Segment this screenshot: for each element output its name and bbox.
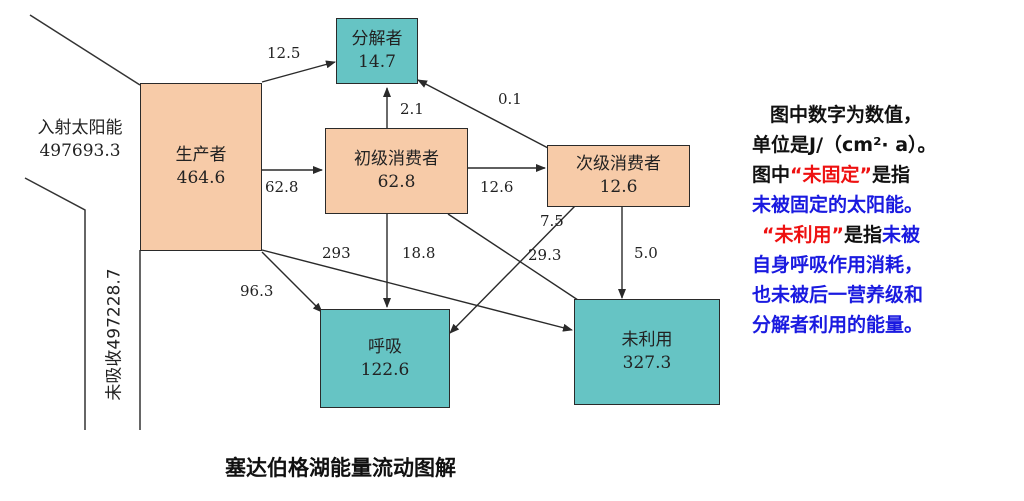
note-line-1: 图中数字为数值， — [770, 104, 923, 126]
respiration-box: 呼吸 122.6 — [320, 309, 450, 408]
secondary-consumer-value: 12.6 — [599, 177, 638, 197]
arrow-secondary-to-decomposer — [417, 79, 549, 149]
flow-label-primary-to-respiration: 18.8 — [402, 244, 436, 262]
sunlight-channel-line-lower — [24, 177, 86, 430]
arrow-primary-to-unused — [447, 213, 591, 309]
arrow-secondary-to-respiration — [449, 205, 576, 334]
arrow-producer-to-unused — [261, 249, 573, 332]
decomposer-name: 分解者 — [351, 29, 403, 50]
note-line-3-b: “未固定” — [790, 164, 872, 186]
primary-consumer-box: 初级消费者 62.8 — [325, 128, 468, 214]
flow-label-primary-to-unused: 29.3 — [528, 246, 562, 264]
diagram-caption: 塞达伯格湖能量流动图解 — [225, 456, 456, 480]
sunlight-channel-line-upper — [29, 14, 141, 86]
flow-label-producer-to-respiration: 96.3 — [240, 282, 274, 300]
solar-input-name: 入射太阳能 — [37, 118, 123, 138]
solar-input-value: 497693.3 — [39, 140, 121, 161]
respiration-name: 呼吸 — [368, 336, 402, 357]
decomposer-value: 14.7 — [358, 52, 396, 72]
flow-label-primary-to-secondary: 12.6 — [480, 178, 514, 196]
flow-label-primary-to-decomposer: 2.1 — [400, 100, 424, 118]
decomposer-box: 分解者 14.7 — [336, 18, 418, 84]
flow-label-producer-to-decomposer: 12.5 — [267, 44, 301, 62]
unabsorbed-label: 未吸收497228.7 — [104, 268, 125, 401]
secondary-consumer-box: 次级消费者 12.6 — [547, 145, 690, 207]
note-line-5-a: “未利用” — [762, 224, 844, 246]
producer-name: 生产者 — [175, 145, 227, 166]
respiration-value: 122.6 — [360, 359, 410, 380]
unused-name: 未利用 — [621, 330, 673, 351]
note-line-5: “未利用”是指未被 — [752, 220, 1017, 250]
flow-label-producer-to-primary: 62.8 — [265, 178, 299, 196]
note-line-3: 图中“未固定”是指 — [752, 160, 1017, 190]
unused-box: 未利用 327.3 — [574, 299, 720, 405]
producer-box: 生产者 464.6 — [140, 83, 262, 251]
producer-value: 464.6 — [176, 168, 226, 188]
flow-label-secondary-to-decomposer: 0.1 — [498, 90, 522, 108]
unused-value: 327.3 — [622, 353, 672, 373]
flow-label-secondary-to-respiration: 7.5 — [540, 212, 564, 230]
solar-input-label: 入射太阳能 497693.3 — [20, 117, 140, 163]
note-line-5-c: 未被 — [882, 224, 921, 246]
note-line-8: 分解者利用的能量。 — [752, 314, 924, 336]
note-line-3-c: 是指 — [872, 164, 911, 186]
flow-label-producer-to-unused: 293 — [322, 244, 351, 262]
primary-consumer-name: 初级消费者 — [354, 149, 439, 170]
arrow-producer-to-decomposer — [261, 60, 336, 83]
note-line-6: 自身呼吸作用消耗， — [752, 254, 924, 276]
note-line-5-b: 是指 — [843, 224, 882, 246]
arrow-producer-to-respiration — [261, 251, 323, 313]
note-line-2: 单位是J/（cm²· a）。 — [752, 134, 937, 156]
flow-label-secondary-to-unused: 5.0 — [634, 244, 658, 262]
secondary-consumer-name: 次级消费者 — [576, 154, 661, 175]
explanation-note: 图中数字为数值， 单位是J/（cm²· a）。 图中“未固定”是指 未被固定的太… — [752, 100, 1017, 340]
note-line-3-a: 图中 — [752, 164, 791, 186]
note-line-7: 也未被后一营养级和 — [752, 284, 924, 306]
primary-consumer-value: 62.8 — [377, 172, 416, 192]
note-line-4: 未被固定的太阳能。 — [752, 194, 924, 216]
